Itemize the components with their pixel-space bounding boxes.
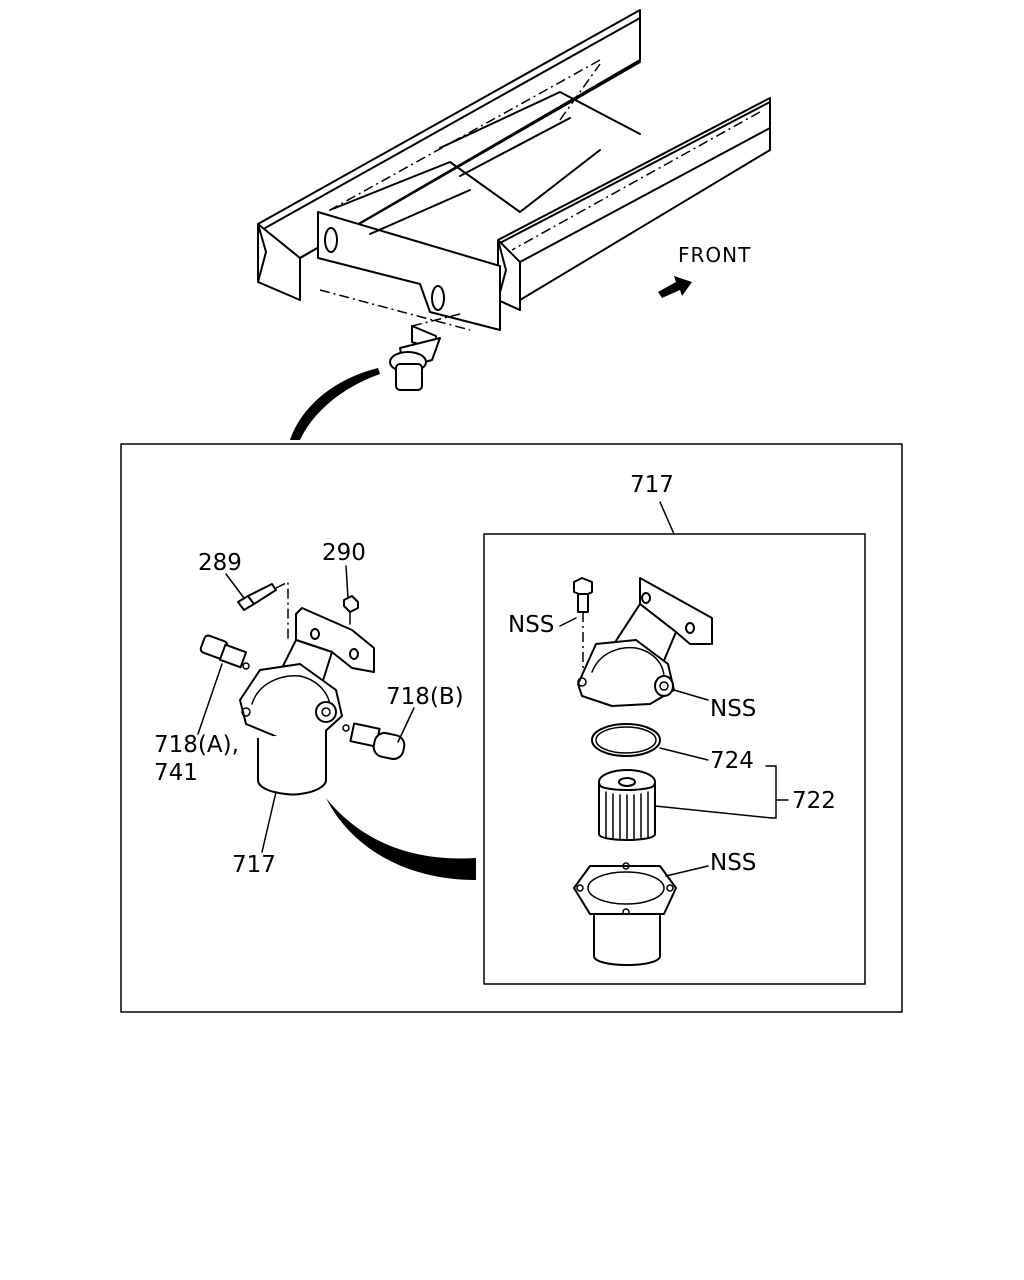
leader-lines-left xyxy=(197,565,415,853)
fitting-b-part xyxy=(342,722,406,760)
callout-o-ring: 724 xyxy=(710,748,754,774)
callout-fitting-b: 718(B) xyxy=(386,684,464,710)
callout-inset-bolt: NSS xyxy=(508,612,554,638)
filter-element-part xyxy=(598,769,656,841)
detail-panel xyxy=(120,443,903,1013)
nut-part xyxy=(343,595,359,613)
filter-bowl-part xyxy=(257,730,327,796)
callout-nut: 290 xyxy=(322,540,366,566)
front-arrow-icon xyxy=(658,276,692,298)
inset-head-part xyxy=(577,577,713,707)
callout-arrow-inset xyxy=(326,798,476,880)
inset-parts xyxy=(573,577,713,966)
callout-filter-assembly: 717 xyxy=(232,852,276,878)
inset-breakdown-box xyxy=(483,533,866,985)
fitting-a-part xyxy=(199,634,250,670)
chassis-frame xyxy=(257,9,771,391)
callout-bolt: 289 xyxy=(198,550,242,576)
callout-arrow-top xyxy=(290,368,380,440)
callout-fitting-a-alt: 741 xyxy=(154,760,198,786)
o-ring-part xyxy=(591,723,661,757)
callout-element-kit: 722 xyxy=(792,788,836,814)
leader-lines-inset xyxy=(559,617,789,877)
callout-detail-assembly: 717 xyxy=(630,472,674,498)
front-label: FRONT xyxy=(678,243,751,267)
callout-fitting-a: 718(A), xyxy=(154,732,239,758)
inset-bolt-part xyxy=(573,577,593,676)
inset-bowl-part xyxy=(573,862,677,966)
front-direction-indicator: FRONT xyxy=(658,243,751,298)
callout-inset-head: NSS xyxy=(710,696,756,722)
filter-assembly-exploded xyxy=(199,580,406,796)
callout-inset-bowl: NSS xyxy=(710,850,756,876)
